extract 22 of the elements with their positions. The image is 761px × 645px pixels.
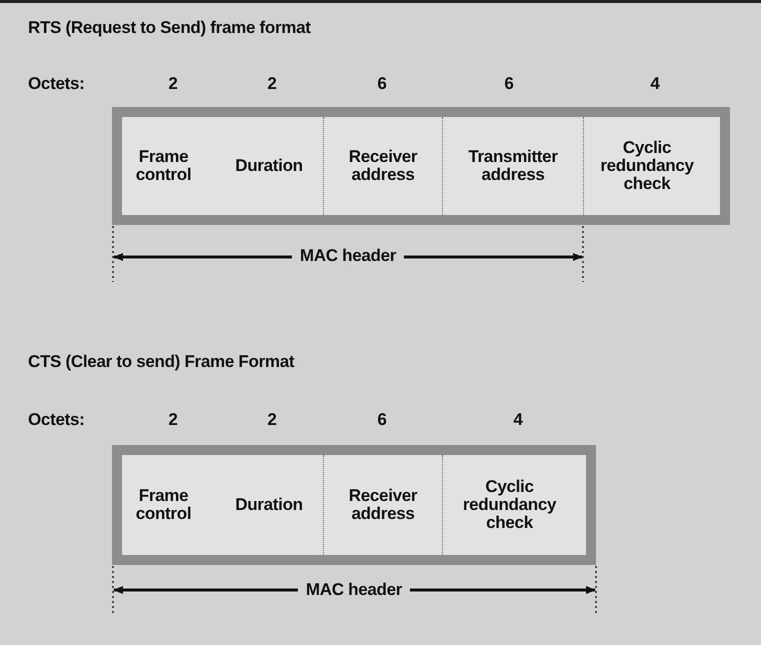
octet-count: 4 xyxy=(513,410,523,430)
row-label: Octets: xyxy=(28,410,84,430)
octet-count: 4 xyxy=(650,74,660,94)
octet-count: 6 xyxy=(377,74,387,94)
octet-count: 2 xyxy=(267,410,277,430)
field-name: Frame control xyxy=(134,148,192,184)
row-label: Octets: xyxy=(28,74,84,94)
octet-count: 2 xyxy=(168,74,178,94)
field-name: Duration xyxy=(235,496,303,514)
field-name: Cyclic redundancy check xyxy=(599,139,695,193)
field-name: Duration xyxy=(235,157,303,175)
frame-title: CTS (Clear to send) Frame Format xyxy=(28,352,294,372)
octet-count: 2 xyxy=(267,74,277,94)
octet-count: 6 xyxy=(377,410,387,430)
field-name: Cyclic redundancy check xyxy=(462,478,558,532)
octet-count: 2 xyxy=(168,410,178,430)
field-name: Receiver address xyxy=(348,487,418,523)
field-name: Receiver address xyxy=(348,148,418,184)
field-name: Transmitter address xyxy=(467,148,559,184)
field-name: Frame control xyxy=(134,487,192,523)
octet-count: 6 xyxy=(504,74,514,94)
frame-title: RTS (Request to Send) frame format xyxy=(28,18,311,38)
